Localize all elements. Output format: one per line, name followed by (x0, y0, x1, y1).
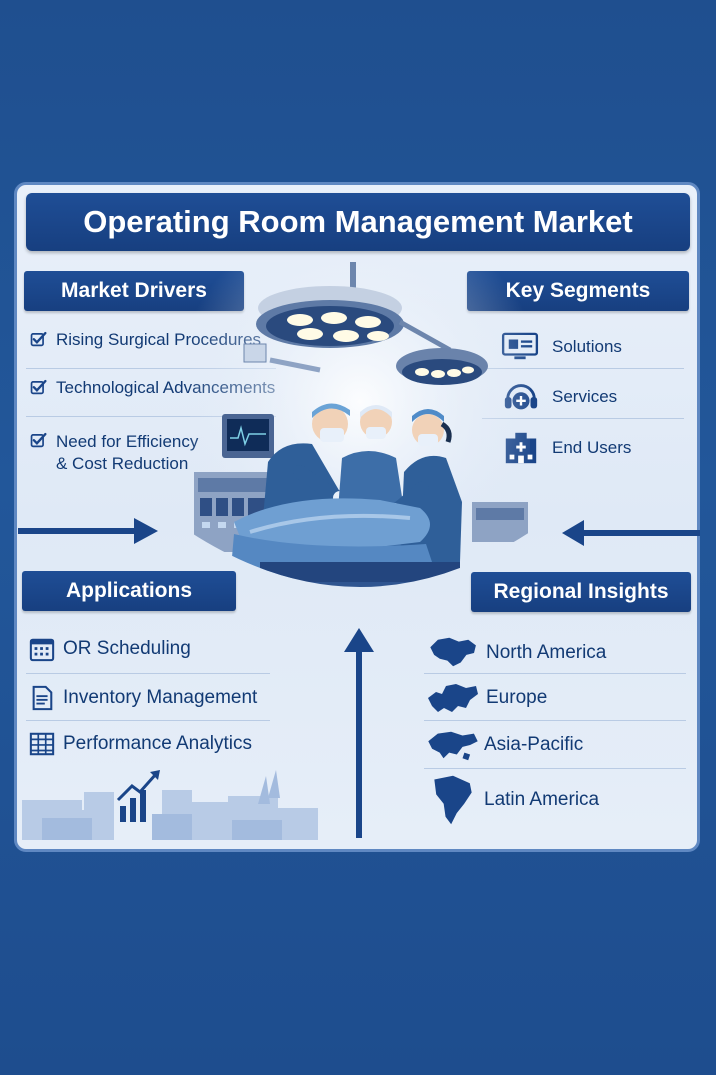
driver-item: Need for Efficiency & Cost Reduction (30, 431, 198, 475)
application-item: Performance Analytics (29, 731, 252, 757)
arrow-right-icon (18, 518, 158, 544)
driver-label: & Cost Reduction (56, 454, 189, 473)
region-item: Europe (422, 678, 547, 718)
asia-pacific-map-icon (428, 731, 478, 761)
operating-room-illustration (190, 262, 530, 587)
europe-map-icon (428, 684, 478, 712)
latin-america-map-icon (434, 775, 472, 825)
driver-label: Need for Efficiency (56, 432, 199, 451)
segment-label: End Users (552, 438, 632, 457)
divider (424, 673, 686, 674)
region-label: North America (486, 642, 607, 663)
divider (482, 418, 684, 419)
arrow-up-icon (344, 628, 374, 838)
calendar-icon (29, 638, 55, 662)
application-label: OR Scheduling (63, 638, 191, 659)
application-label: Performance Analytics (63, 733, 253, 754)
divider (482, 368, 684, 369)
region-label: Europe (486, 687, 548, 708)
north-america-map-icon (430, 637, 476, 667)
region-item: Latin America (424, 772, 599, 828)
region-item: Asia-Pacific (424, 726, 583, 764)
checkbox-icon (30, 331, 47, 347)
divider (26, 720, 270, 721)
application-item: OR Scheduling (29, 636, 191, 662)
checkbox-icon (30, 432, 47, 448)
document-icon (32, 685, 53, 711)
segment-label: Services (552, 387, 618, 406)
checkbox-icon (30, 379, 47, 395)
page-title: Operating Room Management Market (26, 193, 690, 251)
segment-label: Solutions (552, 337, 622, 356)
divider (26, 368, 276, 369)
divider (26, 416, 276, 417)
regional-insights-heading: Regional Insights (471, 572, 691, 612)
analytics-skyline-illustration (22, 770, 318, 840)
arrow-left-icon (562, 520, 700, 546)
table-grid-icon (29, 732, 55, 756)
application-label: Inventory Management (63, 687, 258, 708)
divider (424, 768, 686, 769)
divider (424, 720, 686, 721)
application-item: Inventory Management (29, 685, 257, 711)
region-label: Latin America (484, 789, 600, 810)
region-label: Asia-Pacific (484, 734, 584, 755)
applications-heading: Applications (22, 571, 236, 611)
region-item: North America (426, 634, 606, 672)
divider (26, 673, 270, 674)
driver-multiline: Need for Efficiency & Cost Reduction (56, 431, 198, 475)
